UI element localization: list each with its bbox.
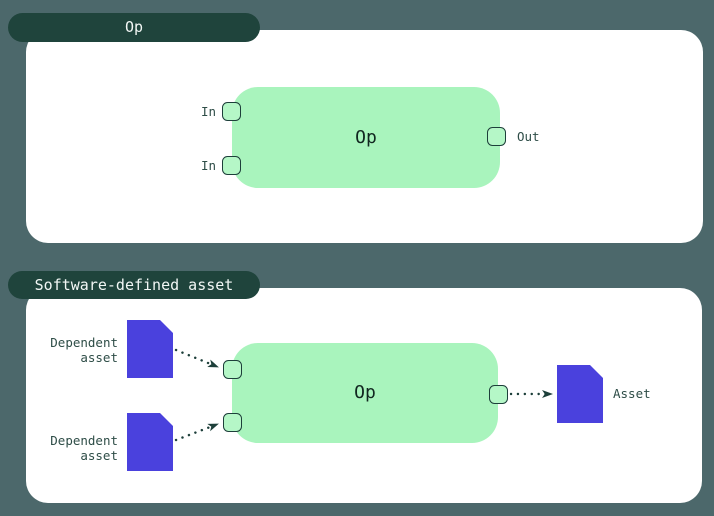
dependent-asset-label-1: Dependent asset xyxy=(50,335,118,365)
op-node-label: Op xyxy=(355,126,377,148)
asset-document-icon xyxy=(557,365,603,423)
sda-section-tab: Software-defined asset xyxy=(8,271,260,299)
output-label: Out xyxy=(517,129,540,144)
asset-label: Asset xyxy=(613,386,651,401)
op-node: Op xyxy=(232,87,500,188)
dependent-asset-document-icon-2 xyxy=(127,413,173,471)
sda-input-handle-2 xyxy=(223,413,242,432)
op-section-tab: Op xyxy=(8,13,260,42)
dependent-asset-label-2: Dependent asset xyxy=(50,433,118,463)
sda-op-node-label: Op xyxy=(354,382,376,403)
dependent-asset-document-icon-1 xyxy=(127,320,173,378)
input-handle-2 xyxy=(222,156,241,175)
op-section-tab-label: Op xyxy=(124,18,144,36)
input-label-1: In xyxy=(200,104,216,119)
input-label-2: In xyxy=(200,158,216,173)
input-handle-1 xyxy=(222,102,241,121)
output-handle xyxy=(487,127,506,146)
sda-section-tab-label: Software-defined asset xyxy=(34,275,234,294)
sda-op-node: Op xyxy=(232,343,498,443)
sda-output-handle xyxy=(489,385,508,404)
sda-input-handle-1 xyxy=(223,360,242,379)
